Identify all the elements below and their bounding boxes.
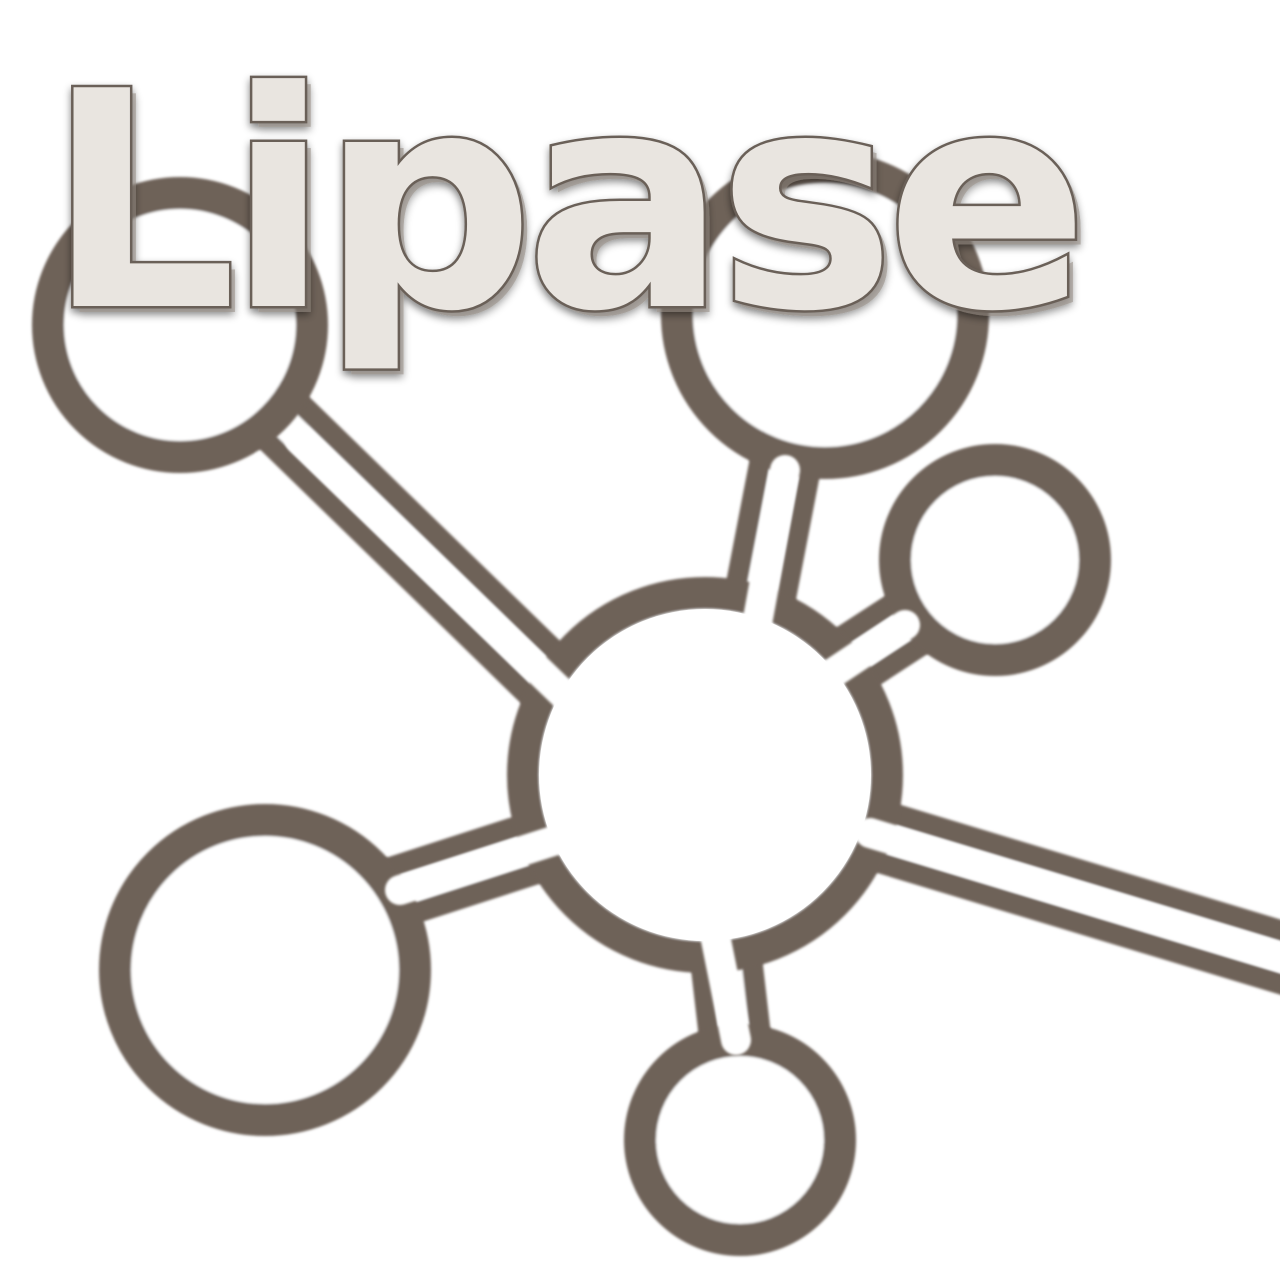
logo-title-shadow: Lipase	[52, 34, 1085, 383]
bond-core-overlay	[285, 425, 1280, 1055]
overlay-top-left	[285, 425, 605, 735]
center-core-fill	[539, 609, 871, 941]
atom-right	[879, 444, 1111, 676]
atom-left	[99, 804, 431, 1136]
overlay-left	[385, 811, 615, 905]
overlay-right-long	[855, 818, 1280, 973]
atom-bottom	[624, 1024, 856, 1256]
atom-top-left	[32, 177, 328, 473]
overlay-right-upper	[755, 610, 920, 730]
atom-top-right	[661, 151, 989, 479]
overlay-bottom	[701, 925, 751, 1055]
overlay-top-right	[730, 455, 800, 705]
bond-joints	[539, 609, 871, 941]
logo-title: Lipase	[46, 28, 1079, 377]
logo-title-group: Lipase Lipase	[44, 26, 1096, 384]
